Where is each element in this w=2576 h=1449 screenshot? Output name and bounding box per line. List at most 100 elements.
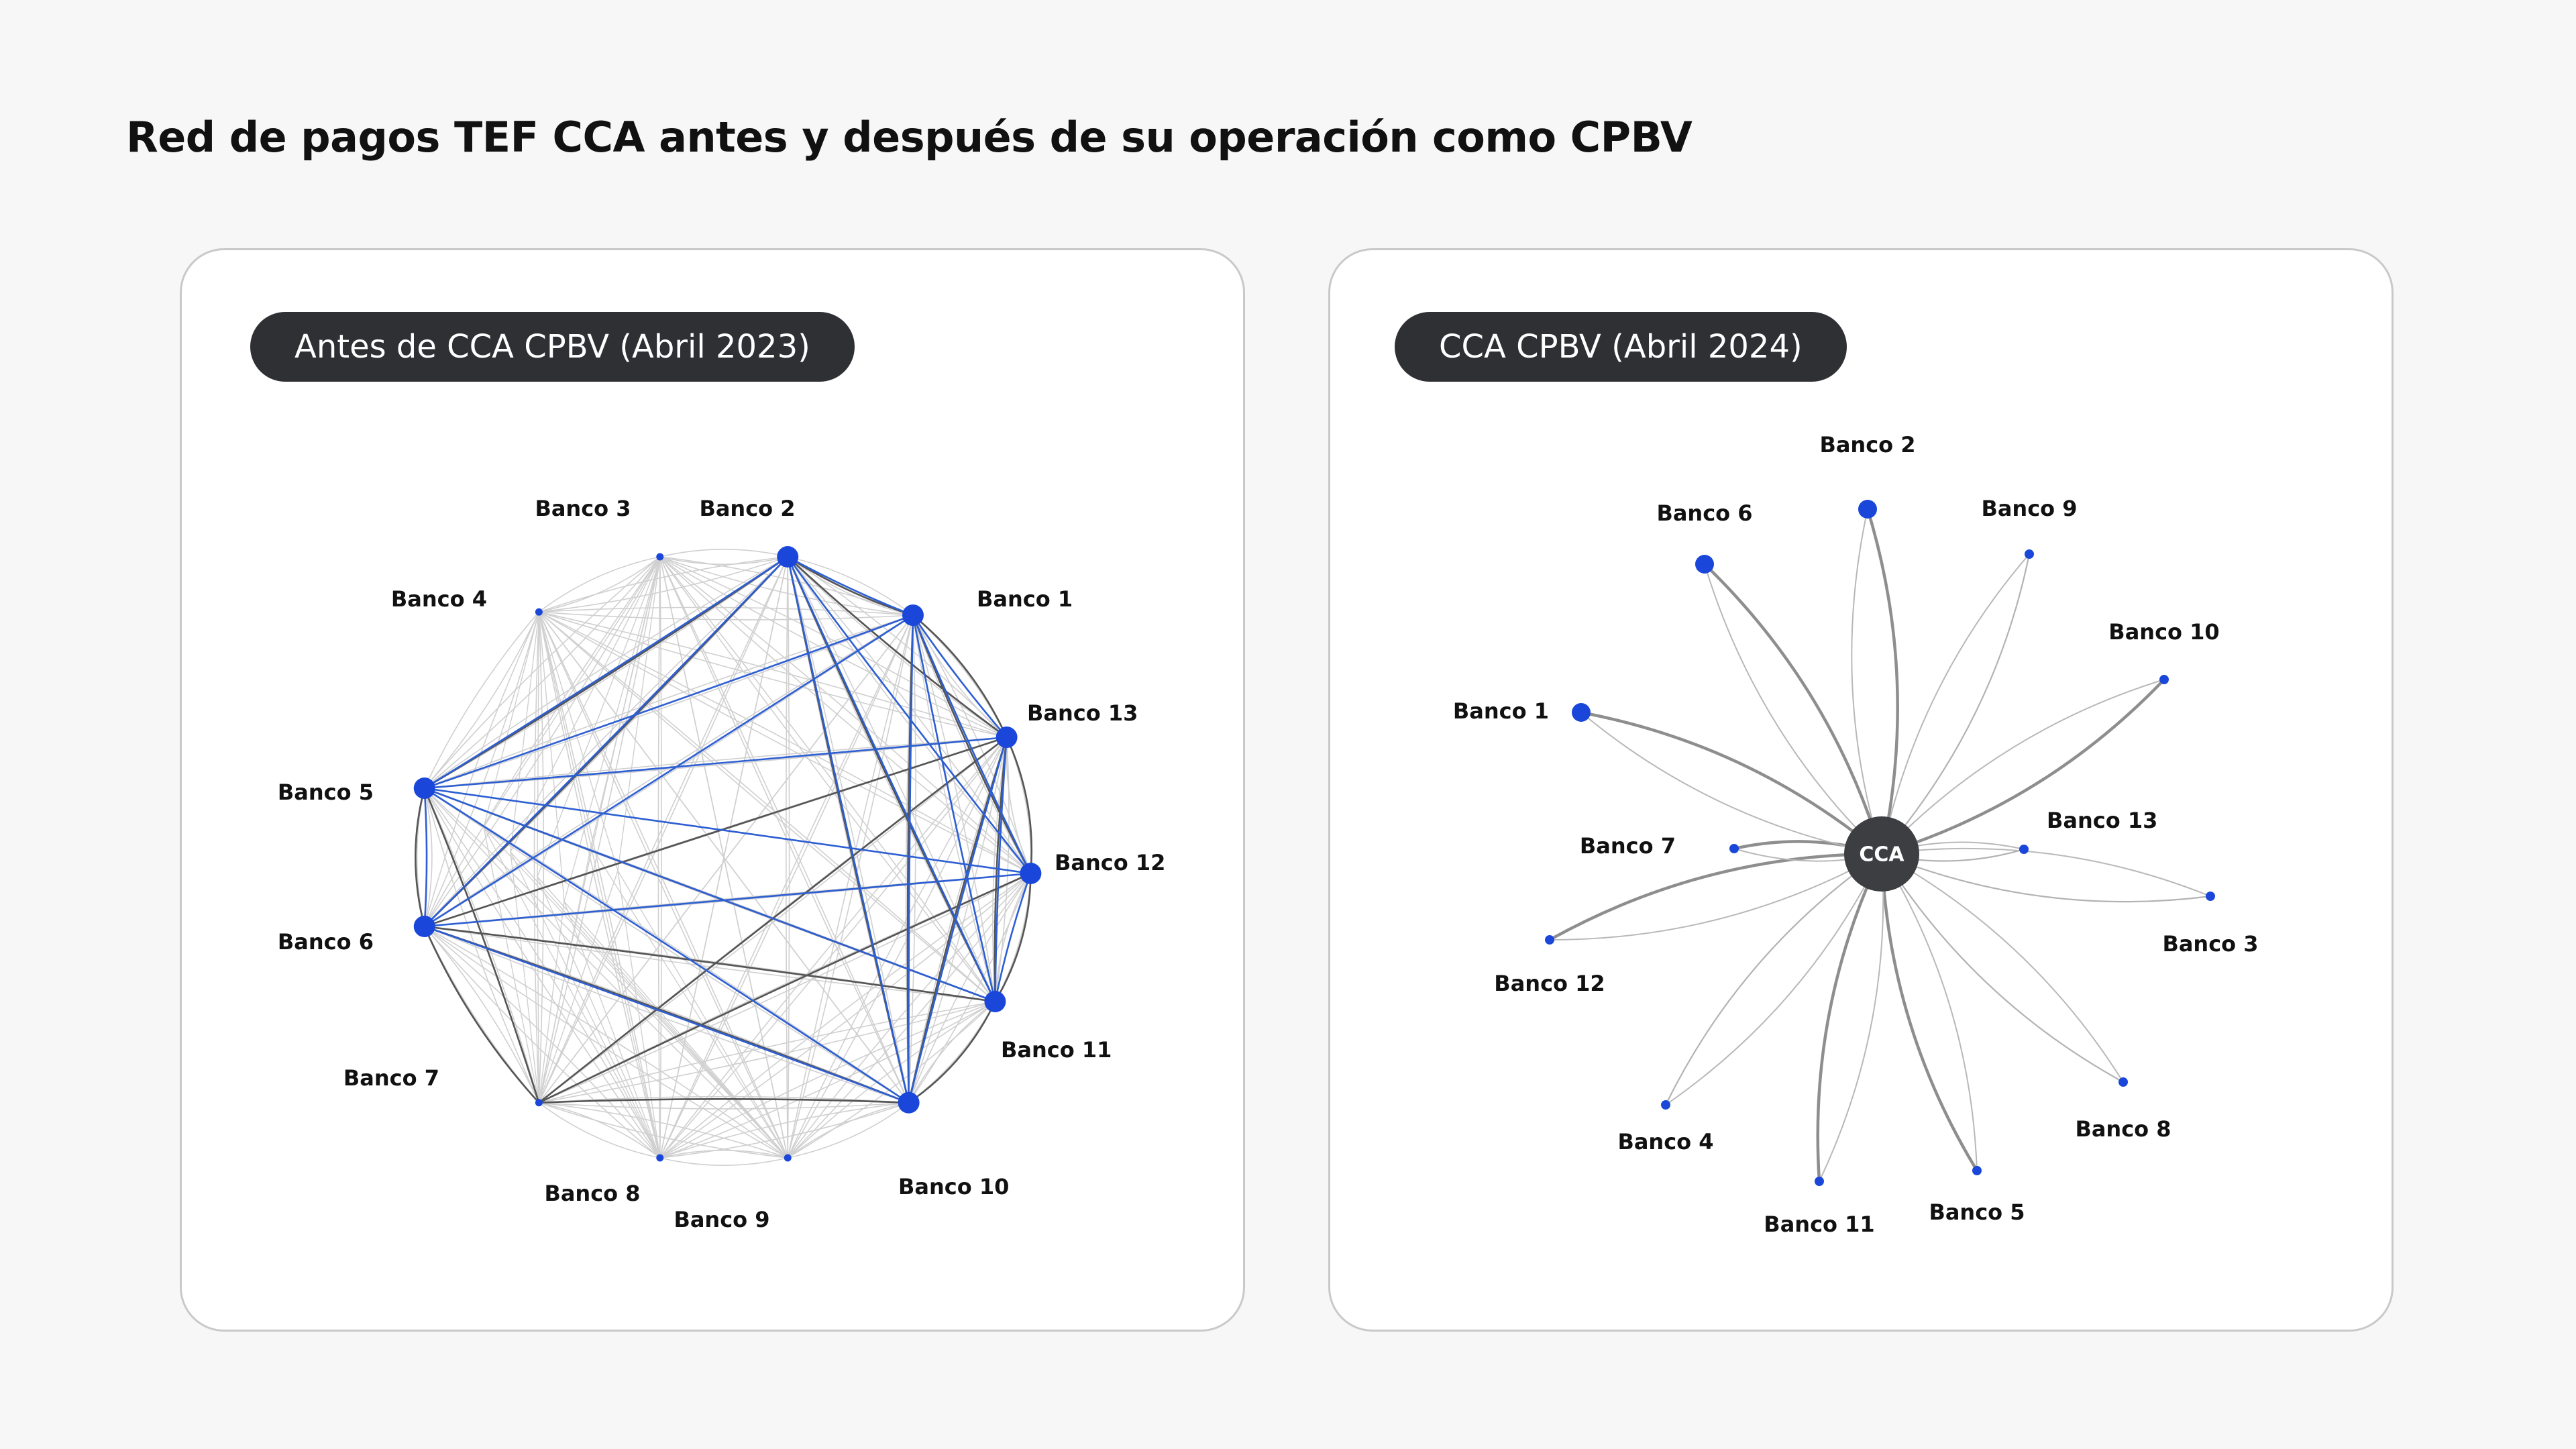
node-label-b5: Banco 5 (1929, 1199, 2025, 1225)
edge (1851, 508, 1882, 855)
edge (659, 1157, 788, 1166)
hub-edges (1548, 508, 2211, 1182)
edge (424, 926, 909, 1104)
edge (590, 556, 661, 847)
edge (908, 873, 1032, 1104)
node-b2 (777, 546, 799, 568)
edge (423, 788, 433, 927)
edge (483, 556, 661, 828)
edge-highlight (424, 614, 914, 928)
edge (564, 901, 661, 1159)
edge (912, 614, 1032, 874)
edge (912, 614, 996, 1002)
edge (659, 556, 662, 1159)
edge (483, 826, 540, 1103)
edge (1881, 679, 2165, 855)
edge (659, 556, 996, 1002)
edge (787, 556, 790, 1159)
edge (787, 556, 1008, 738)
edge (539, 1102, 909, 1110)
node-label-b1: Banco 1 (977, 586, 1073, 612)
edge (659, 556, 1008, 738)
edge (538, 612, 545, 1103)
edge-highlight (424, 736, 1007, 790)
edge (659, 556, 996, 1002)
edge-highlight (787, 556, 996, 1002)
edge (590, 845, 661, 1159)
edge-highlight (423, 787, 910, 1104)
edge (1549, 853, 1882, 941)
edge (994, 873, 1032, 1002)
edge (424, 614, 914, 789)
edge (1881, 678, 2165, 856)
edge (424, 788, 910, 1104)
edge (564, 556, 661, 902)
edge (659, 556, 1031, 874)
edge (905, 615, 914, 1103)
edge (1816, 853, 1884, 1182)
edge (510, 851, 661, 1159)
edge (659, 556, 788, 1159)
edge (912, 614, 1032, 874)
edge (787, 614, 914, 1159)
edge (424, 556, 788, 927)
edge-highlight (786, 556, 910, 1104)
edge (424, 614, 914, 789)
edge (424, 926, 661, 1159)
edge (787, 1102, 909, 1159)
edge-highlight (424, 555, 788, 790)
edge (537, 612, 540, 877)
edge (787, 614, 914, 1159)
node-label-b4: Banco 4 (1617, 1129, 1713, 1155)
edge (538, 556, 660, 612)
edge (538, 612, 619, 871)
node-b3 (2206, 892, 2215, 901)
edge (908, 1001, 996, 1104)
edge (659, 614, 914, 1159)
edge (1006, 737, 1032, 874)
edge (564, 901, 788, 1159)
edge-highlight (912, 614, 1008, 738)
node-b1 (1572, 703, 1591, 722)
edge (1548, 852, 1882, 941)
node-b11 (984, 991, 1006, 1013)
edge (423, 611, 540, 927)
node-label-b8: Banco 8 (2075, 1116, 2171, 1142)
edge (1866, 508, 1899, 855)
edge-highlight (908, 737, 1008, 1104)
node-b9 (784, 1154, 792, 1162)
node-b11 (1815, 1177, 1824, 1186)
edge (538, 556, 661, 1103)
node-b9 (2025, 549, 2034, 559)
node-label-b13: Banco 13 (2047, 808, 2157, 833)
edge (788, 1102, 910, 1159)
edge (659, 556, 788, 565)
edge (424, 926, 661, 1159)
edge (510, 556, 661, 853)
node-label-b8: Banco 8 (544, 1181, 640, 1206)
node-b6 (413, 916, 435, 938)
edge (787, 737, 1008, 1159)
node-b8 (2118, 1077, 2128, 1087)
page-title: Red de pagos TEF CCA antes y después de … (126, 113, 1693, 162)
node-b2 (1858, 500, 1877, 519)
edge-highlight (912, 614, 1032, 874)
edge (787, 555, 914, 616)
node-label-b12: Banco 12 (1055, 850, 1165, 875)
node-b6 (1695, 555, 1714, 574)
edge (539, 1098, 909, 1104)
panel-before-label: Antes de CCA CPBV (Abril 2023) (250, 312, 855, 382)
edge (510, 851, 540, 1103)
node-b7 (1729, 844, 1739, 853)
edge (538, 611, 996, 1002)
edge (994, 873, 1032, 1002)
node-b3 (656, 553, 664, 561)
node-b4 (1661, 1100, 1670, 1110)
edge (788, 556, 914, 616)
edge (659, 614, 914, 1159)
edge (424, 556, 788, 789)
edge (787, 556, 1008, 738)
node-label-b9: Banco 9 (674, 1207, 769, 1232)
